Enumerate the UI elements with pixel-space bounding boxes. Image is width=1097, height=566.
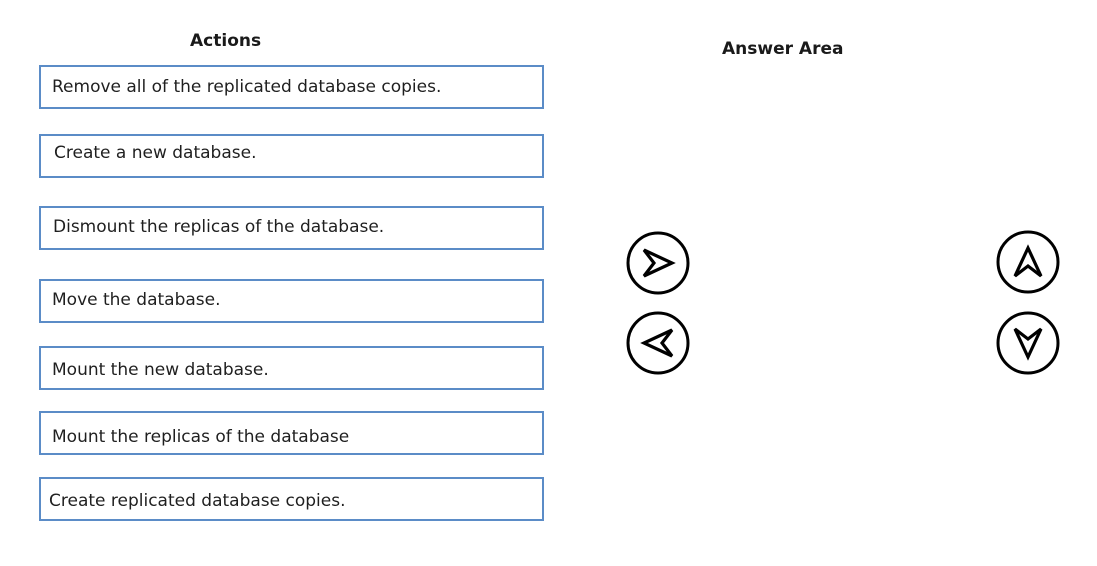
action-item[interactable]: Mount the replicas of the database (39, 411, 544, 455)
move-down-button[interactable] (996, 311, 1060, 375)
action-item-label: Move the database. (52, 290, 221, 310)
action-item-label: Create a new database. (54, 143, 257, 163)
action-item[interactable]: Mount the new database. (39, 346, 544, 390)
arrow-down-icon (996, 311, 1060, 375)
action-item[interactable]: Move the database. (39, 279, 544, 323)
move-up-button[interactable] (996, 230, 1060, 294)
action-item[interactable]: Create a new database. (39, 134, 544, 178)
arrow-right-icon (626, 231, 690, 295)
action-item[interactable]: Create replicated database copies. (39, 477, 544, 521)
arrow-up-icon (996, 230, 1060, 294)
answer-drop-zone[interactable] (706, 70, 976, 530)
arrow-left-icon (626, 311, 690, 375)
move-right-button[interactable] (626, 231, 690, 295)
action-item-label: Dismount the replicas of the database. (53, 217, 385, 237)
actions-heading: Actions (190, 31, 262, 51)
answer-area-heading: Answer Area (722, 39, 844, 59)
action-item[interactable]: Remove all of the replicated database co… (39, 65, 544, 109)
action-item[interactable]: Dismount the replicas of the database. (39, 206, 544, 250)
action-item-label: Mount the new database. (52, 360, 269, 380)
action-item-label: Mount the replicas of the database (52, 427, 350, 447)
action-item-label: Remove all of the replicated database co… (52, 77, 442, 97)
action-item-label: Create replicated database copies. (49, 491, 346, 511)
move-left-button[interactable] (626, 311, 690, 375)
